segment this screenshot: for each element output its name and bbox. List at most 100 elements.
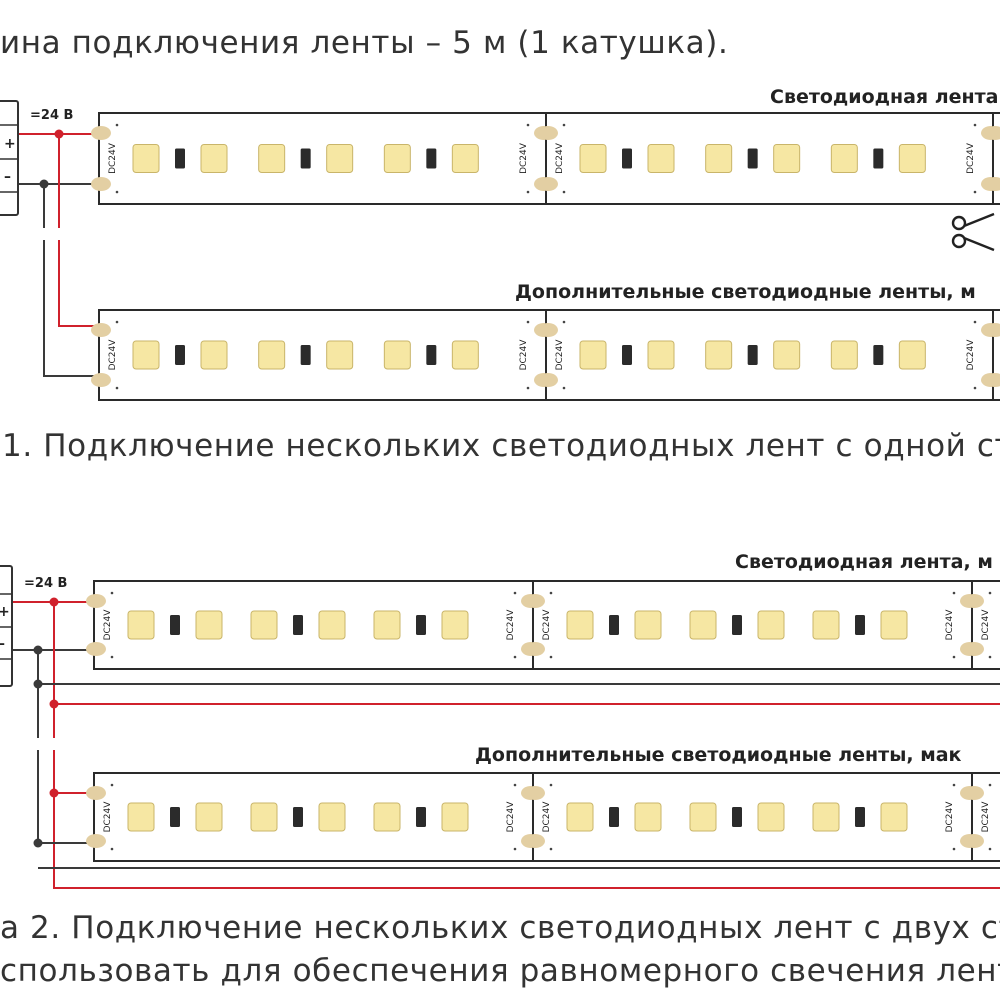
led-chip	[566, 610, 594, 640]
polarity-dot	[549, 591, 553, 595]
led-chip	[195, 610, 223, 640]
solder-pad	[86, 834, 106, 848]
polarity-dot	[988, 591, 992, 595]
dc24v-marking: DC24V	[519, 142, 529, 174]
solder-pad	[91, 177, 111, 191]
solder-pad	[538, 323, 558, 337]
solder-pad	[86, 642, 106, 656]
led-chip	[441, 610, 469, 640]
polarity-dot	[562, 190, 566, 194]
d2-psu-plus: +	[0, 604, 10, 620]
led-strips: DC24V DC24V DC24V DC24V DC24V DC24V DC24V DC24V…	[86, 112, 1000, 862]
solder-pad	[525, 594, 545, 608]
led-chip	[258, 144, 286, 173]
polarity-dot	[952, 591, 956, 595]
resistor	[855, 615, 865, 635]
led-chip	[200, 144, 228, 173]
polarity-dot	[988, 655, 992, 659]
dc24v-marking: DC24V	[555, 142, 565, 174]
led-chip	[830, 144, 858, 173]
solder-pad	[525, 786, 545, 800]
solder-pad	[86, 786, 106, 800]
polarity-dot	[549, 783, 553, 787]
resistor	[609, 807, 619, 827]
solder-pad	[538, 126, 558, 140]
resistor	[747, 148, 758, 169]
solder-pad	[525, 834, 545, 848]
polarity-dot	[562, 320, 566, 324]
polarity-dot	[110, 591, 114, 595]
led-chip	[705, 340, 733, 370]
strip-segment: DC24V DC24V	[86, 591, 541, 659]
solder-pad	[538, 373, 558, 387]
resistor	[175, 345, 185, 365]
polarity-dot	[988, 783, 992, 787]
d2-neg-junction-1	[33, 645, 43, 655]
led-chip	[647, 340, 675, 370]
polarity-dot	[110, 847, 114, 851]
polarity-dot	[513, 847, 517, 851]
d2-pos-junction-1	[49, 597, 59, 607]
dc24v-marking: DC24V	[506, 801, 516, 833]
d1-psu-plus: +	[4, 136, 16, 152]
led-chip	[318, 610, 346, 640]
diagram2-caption-line2: спользовать для обеспечения равномерного…	[0, 953, 1000, 989]
led-chip	[250, 610, 278, 640]
resistor	[300, 345, 311, 365]
polarity-dot	[952, 655, 956, 659]
dc24v-marking: DC24V	[108, 339, 118, 371]
led-chip	[689, 802, 717, 832]
polarity-dot	[988, 847, 992, 851]
diagram2-voltage-label: =24 В	[24, 576, 68, 591]
d2-positive-drop	[53, 602, 1000, 889]
diagram1-extra-title: Дополнительные светодиодные ленты, м	[515, 281, 976, 303]
led-chip	[830, 340, 858, 370]
scissors-icon	[951, 212, 995, 252]
resistor	[416, 807, 426, 827]
led-chip	[318, 802, 346, 832]
led-chip	[132, 144, 160, 173]
led-chip	[880, 802, 908, 832]
led-chip	[326, 340, 354, 370]
polarity-dot	[549, 847, 553, 851]
d1-negative-drop	[43, 184, 102, 377]
dc24v-marking: DC24V	[542, 609, 552, 641]
d2-neg-junction-2	[33, 679, 43, 689]
resistor	[622, 148, 632, 169]
dc24v-marking: DC24V	[966, 339, 976, 371]
led-chip	[451, 144, 479, 173]
polarity-dot	[973, 123, 977, 127]
polarity-dot	[526, 190, 530, 194]
diagram2-strip-title: Светодиодная лента, м	[735, 551, 993, 573]
led-chip	[757, 802, 785, 832]
polarity-dot	[115, 386, 119, 390]
polarity-dot	[115, 320, 119, 324]
resistor	[747, 345, 758, 365]
resistor	[175, 148, 185, 169]
solder-pad	[985, 177, 1000, 191]
strip-body	[93, 580, 1000, 670]
d1-positive-drop	[58, 134, 102, 327]
polarity-dot	[115, 190, 119, 194]
resistor	[170, 615, 180, 635]
diagram1-caption: 1. Подключение нескольких светодиодных л…	[2, 428, 1000, 464]
d2-neg-junction-3	[33, 838, 43, 848]
dc24v-marking: DC24V	[506, 609, 516, 641]
dc24v-marking: DC24V	[945, 801, 955, 833]
led-chip	[647, 144, 675, 173]
dc24v-marking: DC24V	[103, 609, 113, 641]
polarity-dot	[973, 190, 977, 194]
dc24v-marking: DC24V	[945, 609, 955, 641]
d1-power-supply: + –	[0, 100, 19, 216]
top-caption: ина подключения ленты – 5 м (1 катушка).	[0, 25, 729, 61]
d1-negative-junction	[39, 179, 49, 189]
polarity-dot	[110, 783, 114, 787]
polarity-dot	[973, 320, 977, 324]
